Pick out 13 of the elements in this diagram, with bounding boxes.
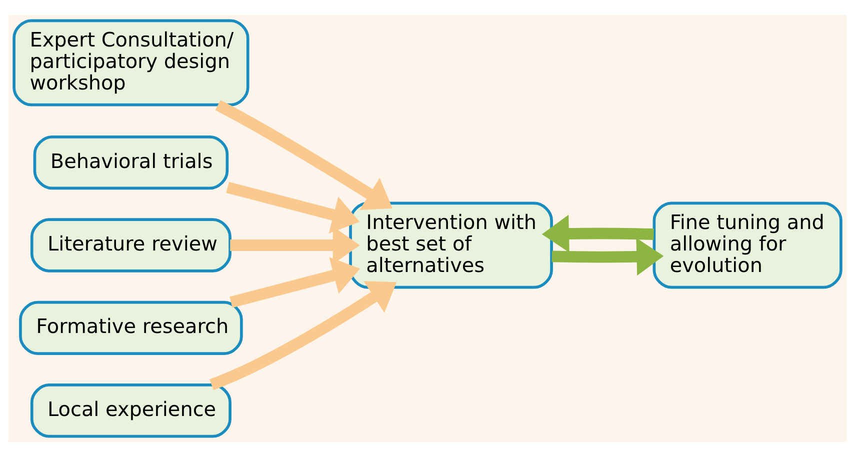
- arrow: [230, 257, 360, 308]
- node-box: Formative research: [19, 300, 243, 356]
- node-box: Fine tuning and allowing for evolution: [652, 202, 842, 289]
- node-box: Behavioral trials: [33, 135, 229, 190]
- node-box: Local experience: [30, 384, 232, 438]
- arrow: [209, 281, 397, 390]
- node-box: Expert Consultation/ participatory design workshop: [12, 19, 250, 106]
- arrow: [552, 238, 664, 276]
- arrow: [215, 100, 392, 210]
- arrow: [542, 214, 654, 253]
- arrow: [226, 182, 360, 234]
- node-box: Literature review: [30, 218, 232, 272]
- node-box: Intervention with best set of alternatives: [349, 202, 553, 289]
